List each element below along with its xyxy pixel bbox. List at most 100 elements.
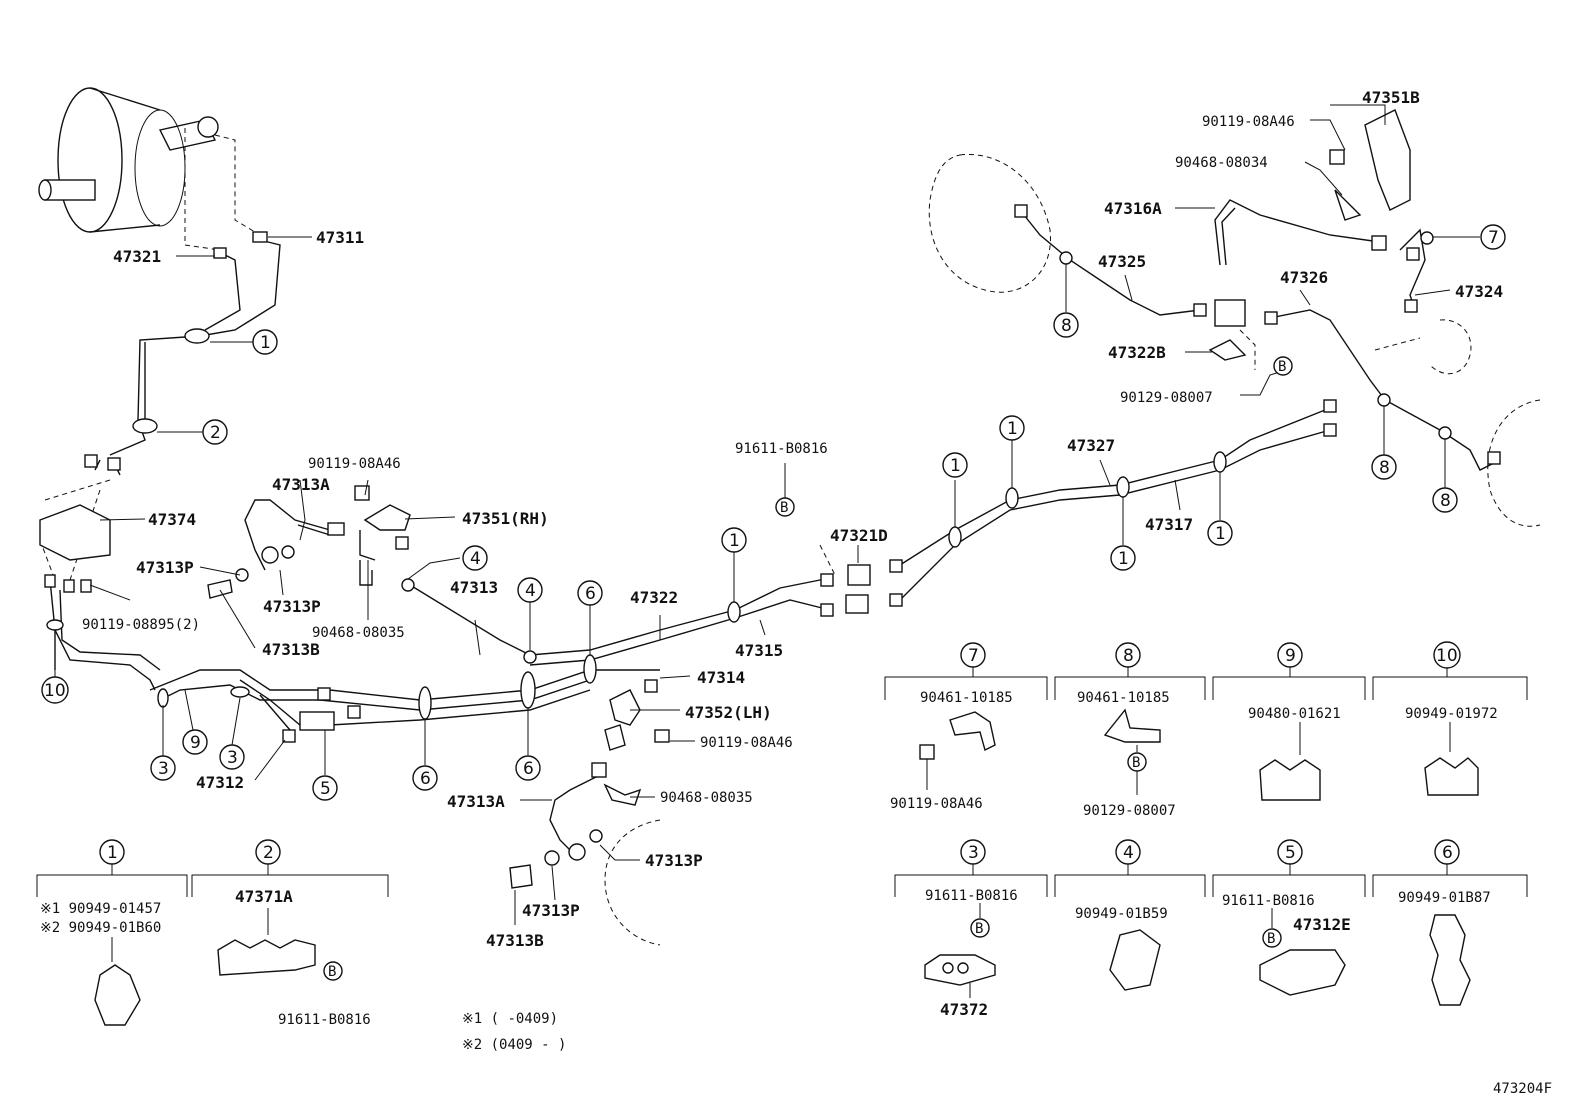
b-marker: B	[1132, 755, 1140, 771]
label-90119-08a46: 90119-08A46	[1202, 114, 1295, 130]
callout-4: 4	[470, 549, 481, 569]
callout-10: 10	[44, 681, 66, 701]
callout-8: 8	[1440, 491, 1451, 511]
callout-3: 3	[227, 748, 238, 768]
label-47311: 47311	[316, 228, 364, 247]
label-47322b: 47322B	[1108, 343, 1166, 362]
legend-8-bolt: 90129-08007	[1083, 803, 1176, 819]
label-47313p: 47313P	[263, 597, 321, 616]
legend-group-2: 2 47371A 91611-B0816	[191, 839, 389, 1028]
legend-5-part: 91611-B0816	[1222, 893, 1315, 909]
callout-3: 3	[158, 759, 169, 779]
label-47327: 47327	[1067, 436, 1115, 455]
legend-3-part: 91611-B0816	[925, 888, 1018, 904]
callout-9: 9	[190, 733, 201, 753]
label-47313p: 47313P	[522, 901, 580, 920]
callout-1: 1	[1007, 419, 1018, 439]
label-47312: 47312	[196, 773, 244, 792]
legend-group-7: 7 90461-10185 90119-08A46	[884, 642, 1048, 812]
b-marker: B	[780, 500, 788, 516]
legend-1-line1: ※1 90949-01457	[40, 901, 161, 917]
leader-lines	[54, 104, 1480, 925]
label-47351-rh: 47351(RH)	[462, 509, 549, 528]
legend-callout-10: 10	[1436, 646, 1458, 666]
legend-group-3: 3 91611-B0816 47372	[894, 839, 1048, 1019]
label-90468-08034: 90468-08034	[1175, 155, 1268, 171]
legend-2-part: 47371A	[235, 887, 293, 906]
label-90119-08a46: 90119-08A46	[308, 456, 401, 472]
legend-3-clamp: 47372	[940, 1000, 988, 1019]
b-marker: B	[1278, 359, 1286, 375]
label-47313p: 47313P	[136, 558, 194, 577]
callout-1: 1	[260, 333, 271, 353]
footnotes: ※1 ( -0409) ※2 (0409 - )	[462, 1011, 566, 1053]
callout-4: 4	[525, 581, 536, 601]
legend-5-clamp: 47312E	[1293, 915, 1351, 934]
legend-group-6: 6 90949-01B87	[1372, 839, 1528, 1006]
label-47314: 47314	[697, 668, 745, 687]
label-47317: 47317	[1145, 515, 1193, 534]
legend-group-5: 5 91611-B0816 47312E	[1212, 839, 1366, 996]
b-markers: B B B B B B	[323, 356, 1293, 981]
label-47313a: 47313A	[447, 792, 505, 811]
legend-group-4: 4 90949-01B59	[1054, 839, 1206, 991]
label-47315: 47315	[735, 641, 783, 660]
legend-1-line2: ※2 90949-01B60	[40, 920, 161, 936]
legend-6-part: 90949-01B87	[1398, 890, 1491, 906]
diagram-id: 473204F	[1493, 1081, 1552, 1097]
legend-callout-5: 5	[1285, 843, 1296, 863]
label-90468-08035: 90468-08035	[312, 625, 405, 641]
label-47316a: 47316A	[1104, 199, 1162, 218]
brake-pipe-routing	[49, 199, 1501, 851]
legend-callout-9: 9	[1285, 646, 1296, 666]
legend-group-10: 10 90949-01972	[1372, 641, 1528, 796]
callout-1: 1	[950, 456, 961, 476]
label-47322: 47322	[630, 588, 678, 607]
label-91611-b0816: 91611-B0816	[735, 441, 828, 457]
label-90468-08035: 90468-08035	[660, 790, 753, 806]
label-90119-08895: 90119-08895(2)	[82, 617, 200, 633]
b-marker: B	[975, 921, 983, 937]
legend-10-part: 90949-01972	[1405, 706, 1498, 722]
callout-1: 1	[1215, 524, 1226, 544]
legend-callout-1: 1	[107, 843, 118, 863]
label-47321d: 47321D	[830, 526, 888, 545]
legend-group-1: 1 ※1 90949-01457 ※2 90949-01B60	[36, 839, 188, 1026]
label-47352-lh: 47352(LH)	[685, 703, 772, 722]
label-47313b: 47313B	[486, 931, 544, 950]
label-47313a: 47313A	[272, 475, 330, 494]
label-47374: 47374	[148, 510, 196, 529]
legend-7-bolt: 90119-08A46	[890, 796, 983, 812]
legend-group-9: 9 90480-01621	[1212, 642, 1366, 801]
callout-5: 5	[320, 779, 331, 799]
legend-callout-2: 2	[263, 843, 274, 863]
label-47313b: 47313B	[262, 640, 320, 659]
brake-booster-illustration	[38, 87, 261, 251]
legend-callout-4: 4	[1123, 843, 1134, 863]
label-47313p: 47313P	[645, 851, 703, 870]
label-47326: 47326	[1280, 268, 1328, 287]
label-47313: 47313	[450, 578, 498, 597]
legend-2-bolt: 91611-B0816	[278, 1012, 371, 1028]
label-90129-08007: 90129-08007	[1120, 390, 1213, 406]
b-marker: B	[1267, 931, 1275, 947]
callout-8: 8	[1061, 316, 1072, 336]
legend-8-part: 90461-10185	[1077, 690, 1170, 706]
legend-7-part: 90461-10185	[920, 690, 1013, 706]
label-47324: 47324	[1455, 282, 1503, 301]
footnote-1: ※1 ( -0409)	[462, 1011, 558, 1027]
label-47351b: 47351B	[1362, 88, 1420, 107]
label-90119-08a46: 90119-08A46	[700, 735, 793, 751]
label-47325: 47325	[1098, 252, 1146, 271]
footnote-2: ※2 (0409 - )	[462, 1037, 566, 1053]
legend-callout-6: 6	[1442, 843, 1453, 863]
legend-4-part: 90949-01B59	[1075, 906, 1168, 922]
callout-6: 6	[420, 769, 431, 789]
callout-6: 6	[523, 759, 534, 779]
legend-callout-3: 3	[968, 843, 979, 863]
label-47321: 47321	[113, 247, 161, 266]
callout-8: 8	[1379, 458, 1390, 478]
part-number-labels: 47311 47321 47374 47313P 90119-08895(2) …	[82, 88, 1552, 1097]
callout-7: 7	[1488, 228, 1499, 248]
